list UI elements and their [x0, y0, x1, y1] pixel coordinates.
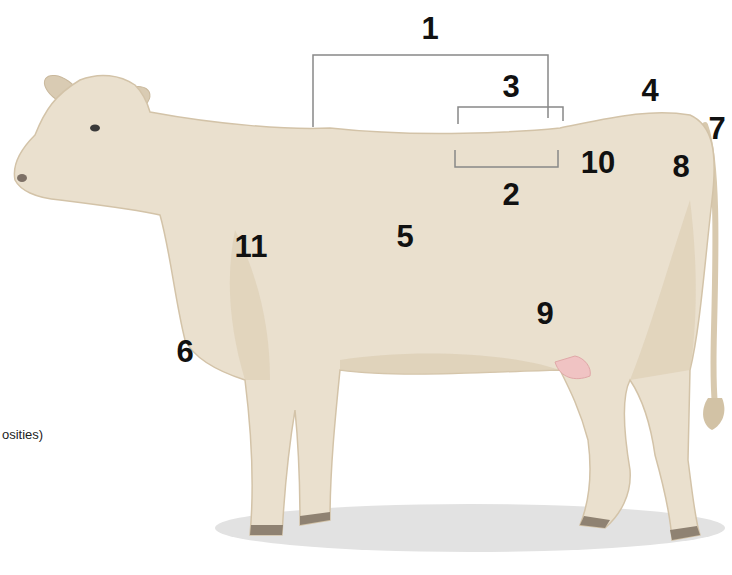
bracket-3	[458, 107, 563, 124]
eye	[90, 125, 100, 132]
callout-number: 6	[176, 336, 193, 367]
hoof	[300, 512, 330, 525]
shoulder-shade	[230, 230, 270, 380]
hoof	[250, 525, 283, 535]
callout-number: 9	[536, 298, 553, 329]
callout-number: 4	[641, 75, 658, 106]
cow-body	[14, 75, 714, 540]
callout-number: 10	[581, 147, 615, 178]
caption-fragment: osities)	[2, 428, 43, 441]
hoof	[580, 516, 610, 528]
callout-number: 7	[708, 113, 725, 144]
hoof	[670, 526, 700, 540]
callout-number: 1	[421, 13, 438, 44]
bracket-1	[313, 55, 548, 127]
bracket-2	[455, 150, 558, 167]
callout-number: 2	[502, 179, 519, 210]
udder	[555, 356, 590, 379]
callout-number: 11	[235, 231, 268, 262]
callout-number: 3	[502, 71, 519, 102]
thigh-shade	[630, 200, 696, 380]
bracket	[313, 55, 563, 167]
tail-switch	[703, 398, 724, 430]
belly-shade	[340, 353, 560, 374]
callout-number: 8	[672, 151, 689, 182]
ground-shadow	[215, 504, 725, 552]
nostril	[17, 174, 27, 182]
callout-number: 5	[396, 221, 413, 252]
